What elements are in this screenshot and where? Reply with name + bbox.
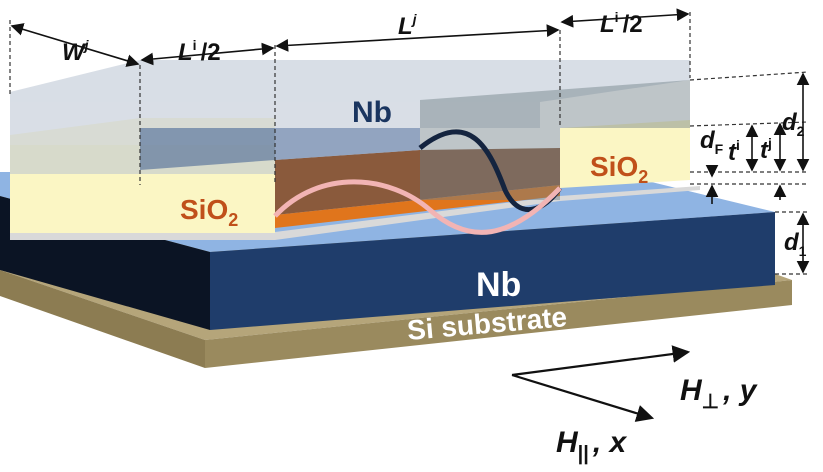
d-1-label: d1 [784, 229, 807, 259]
wave-light-curve [273, 179, 562, 235]
substrate-side-face [0, 270, 205, 368]
d-f-label: dF [700, 127, 724, 157]
sio2-right-block [560, 120, 690, 188]
h-par-label: H||, x [556, 426, 628, 465]
interlayer-strip [10, 186, 700, 240]
dimension-arrows [10, 8, 810, 274]
h-perp-label: H⊥, y [680, 374, 758, 413]
ferromagnet-front [275, 185, 560, 228]
l-i-left-label: Li/2 [178, 37, 221, 66]
sio2-right-label: SiO2 [590, 151, 648, 187]
field-axes [511, 345, 691, 422]
sio2-left-label: SiO2 [180, 194, 238, 230]
top-nb-label: Nb [352, 96, 392, 129]
w-j-label: Wj [62, 37, 90, 66]
bottom-nb-label: Nb [476, 266, 521, 304]
l-i-right-label: Li/2 [600, 9, 643, 38]
top-nb-front-right [420, 80, 690, 200]
t-i-label: ti [728, 137, 740, 166]
bottom-nb-front-face [210, 212, 775, 330]
top-nb-top-face [10, 60, 690, 102]
l-j-label: Lj [398, 11, 418, 40]
d-2-label: d2 [782, 109, 805, 139]
ferromagnet-top [275, 148, 560, 215]
top-nb-inner-shade [140, 128, 420, 170]
dimension-guides [9, 12, 809, 275]
t-j-label: tj [760, 135, 772, 164]
substrate-front-face [205, 280, 792, 368]
